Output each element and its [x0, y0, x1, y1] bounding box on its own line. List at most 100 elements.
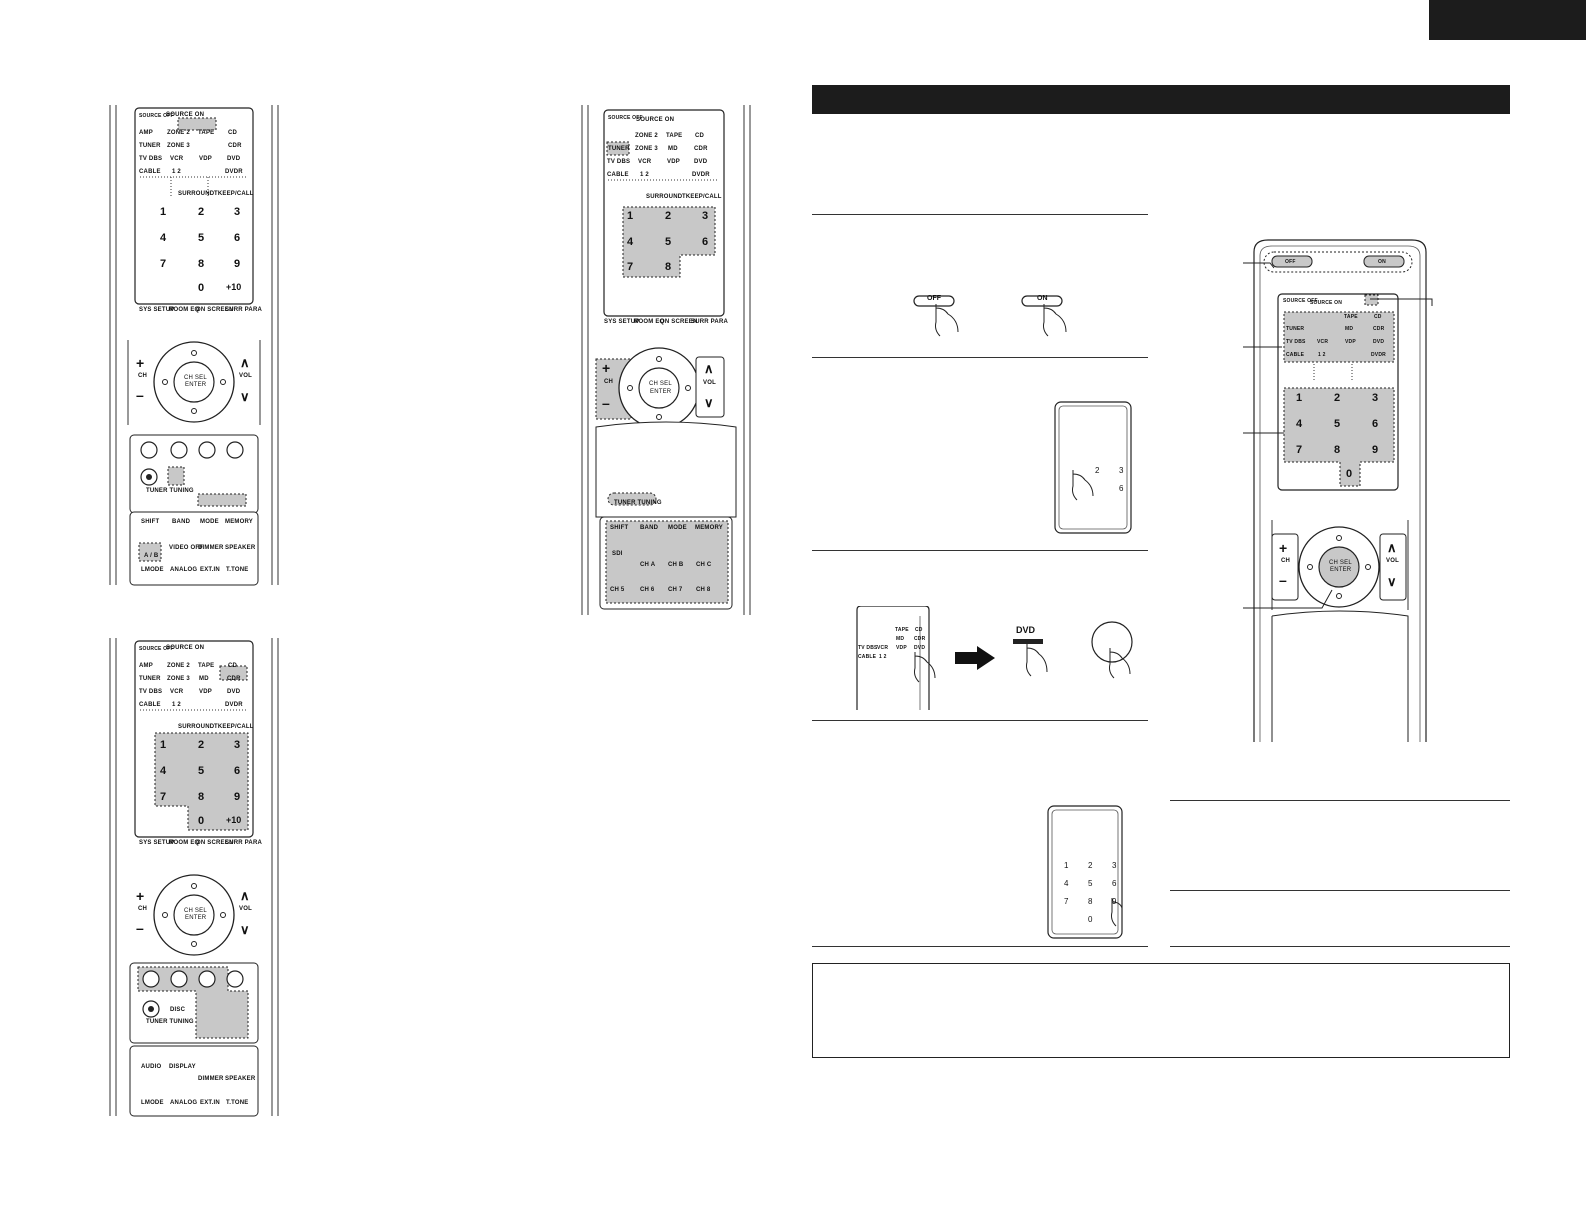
tkeep-label: TKEEP/CALL	[214, 724, 254, 730]
key-6: 6	[1372, 418, 1379, 430]
remote-illustration-tape: SOURCE OFF SOURCE ON AMP ZONE 2 TAPE CD …	[108, 105, 280, 586]
key-5: 5	[198, 232, 205, 244]
vol-label: VOL	[703, 380, 716, 386]
btn-dimmer: DIMMER	[198, 545, 224, 551]
vol-label: VOL	[239, 906, 252, 912]
src-zone2: ZONE 2	[167, 663, 190, 669]
btn-shift: SHIFT	[141, 519, 160, 525]
src-tvdbs: TV DBS	[139, 689, 163, 695]
remote-outline	[1253, 239, 1427, 742]
btn-mode: MODE	[668, 525, 687, 531]
ch-plus: +	[136, 355, 145, 371]
room-eq-label: ROOM EQ	[169, 307, 200, 313]
key-plus10: +10	[226, 815, 242, 825]
vol-up: ∧	[240, 355, 250, 370]
src-vdp: VDP	[199, 689, 212, 695]
sys-setup-label: SYS SETUP	[139, 840, 175, 846]
mini-key-9: 9	[1112, 897, 1117, 906]
step2-illustration: 2 3 6	[1053, 400, 1133, 535]
room-eq-label: ROOM EQ	[634, 319, 665, 325]
src-dvd: DVD	[227, 156, 241, 162]
btn-band: BAND	[640, 525, 659, 531]
vol-up: ∧	[240, 888, 250, 903]
mini-key-3: 3	[1112, 861, 1117, 870]
key-2: 2	[198, 739, 205, 751]
surround-label: SURROUND	[178, 724, 215, 730]
enter-label: ENTER	[185, 915, 207, 921]
remote-illustration-overview: OFF ON SOURCE OFF SOURCE ON TAPE CD TUNE…	[1250, 239, 1430, 742]
step-divider	[812, 550, 1148, 551]
mini-src-12: 1 2	[879, 654, 887, 660]
surround-label: SURROUND	[178, 191, 215, 197]
btn-memory: MEMORY	[225, 519, 253, 525]
surr-para-label: SURR PARA	[691, 319, 729, 325]
mini-key-5: 5	[1088, 879, 1093, 888]
tkeep-label: TKEEP/CALL	[682, 194, 722, 200]
key-4: 4	[1296, 418, 1303, 430]
mini-key-2: 2	[1088, 861, 1093, 870]
src-dvdr: DVDR	[225, 169, 243, 175]
src-dvdr: DVDR	[692, 172, 710, 178]
off-on-hand-icons	[913, 295, 1067, 337]
src-zone2: ZONE 2	[635, 133, 658, 139]
btn-video-off: VIDEO OFF	[169, 545, 204, 551]
src-dvd: DVD	[1373, 339, 1385, 345]
btn-display: DISPLAY	[169, 1064, 196, 1070]
mini-key-2: 2	[1095, 466, 1100, 475]
mini-src-dvd: DVD	[914, 645, 926, 651]
ch-label: CH	[138, 373, 148, 379]
key-9: 9	[234, 258, 241, 270]
enter-label: ENTER	[650, 389, 672, 395]
key-5: 5	[1334, 418, 1341, 430]
src-zone2: ZONE 2	[167, 130, 190, 136]
key-6: 6	[234, 232, 241, 244]
key-3: 3	[234, 206, 241, 218]
key-8: 8	[198, 791, 205, 803]
src-amp: AMP	[139, 663, 153, 669]
key-5: 5	[665, 236, 672, 248]
src-vdp: VDP	[667, 159, 680, 165]
src-tuner: TUNER	[1286, 326, 1305, 332]
vol-up: ∧	[704, 361, 714, 376]
tuner-tuning-label: TUNER TUNING	[146, 1019, 194, 1025]
btn-band: BAND	[172, 519, 191, 525]
key-6: 6	[702, 236, 709, 248]
key-0: 0	[198, 282, 205, 294]
ch-label: CH	[604, 379, 614, 385]
enter-label: ENTER	[1330, 567, 1352, 573]
src-cd: CD	[1374, 314, 1382, 320]
surr-para-label: SURR PARA	[225, 840, 263, 846]
btn-extin: EXT.IN	[200, 567, 220, 573]
key-9: 9	[234, 791, 241, 803]
mini-key-6: 6	[1112, 879, 1117, 888]
src-vcr: VCR	[170, 689, 184, 695]
source-off-label: SOURCE OFF	[1283, 298, 1318, 304]
mini-src-cable: CABLE	[858, 654, 877, 660]
btn-ch5: CH 5	[610, 587, 625, 593]
ch-minus: –	[602, 395, 610, 411]
ch-sel-label: CH SEL	[1329, 560, 1352, 566]
src-md: MD	[1345, 326, 1354, 332]
ch-sel-label: CH SEL	[649, 381, 672, 387]
src-vcr: VCR	[170, 156, 184, 162]
btn-ttone: T.TONE	[226, 567, 249, 573]
key-8: 8	[1334, 444, 1341, 456]
off-label: OFF	[1285, 259, 1296, 265]
key-1: 1	[160, 739, 167, 751]
key-3: 3	[1372, 392, 1379, 404]
key-3: 3	[702, 210, 709, 222]
ch-sel-label: CH SEL	[184, 375, 207, 381]
note-box	[812, 963, 1510, 1058]
btn-ch7: CH 7	[668, 587, 683, 593]
source-on-label: SOURCE ON	[166, 645, 205, 651]
remote-illustration-tuner: SOURCE OFF SOURCE ON ZONE 2 TAPE CD TUNE…	[580, 105, 752, 615]
mini-src-vdp: VDP	[896, 645, 907, 651]
src-tuner: TUNER	[139, 143, 161, 149]
btn-cha: CH A	[640, 562, 656, 568]
note-divider	[1170, 890, 1510, 891]
source-off-label: SOURCE OFF	[139, 646, 174, 652]
btn-ch8: CH 8	[696, 587, 711, 593]
mini-key-8: 8	[1088, 897, 1093, 906]
src-md: MD	[668, 146, 678, 152]
src-cdr: CDR	[694, 146, 708, 152]
